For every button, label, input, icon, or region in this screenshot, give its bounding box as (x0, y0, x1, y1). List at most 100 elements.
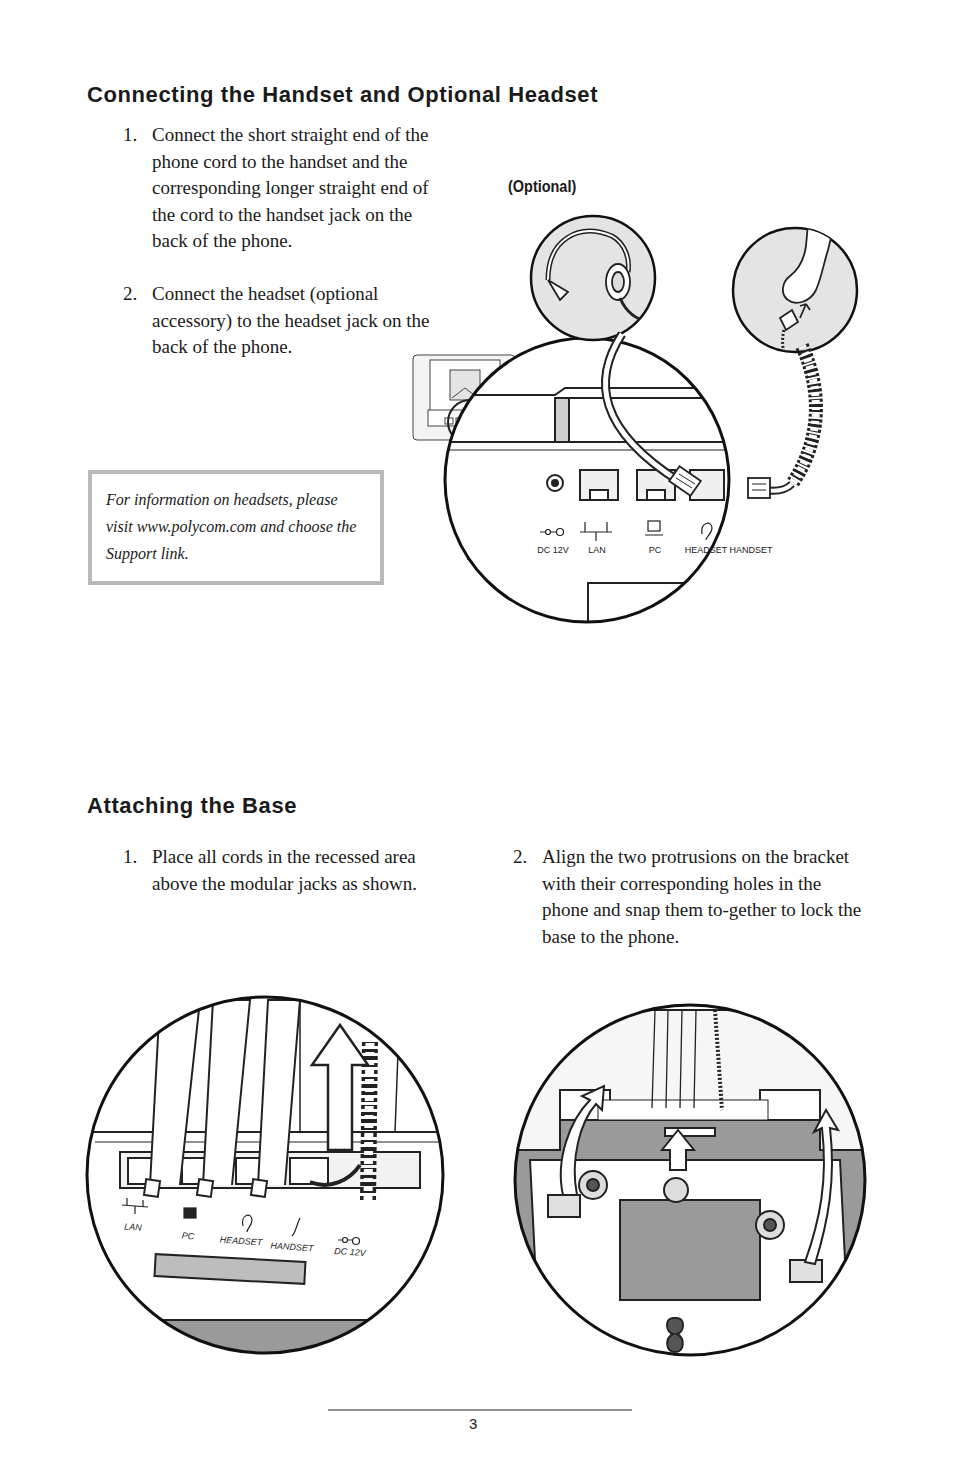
base-bracket-closeup (715, 1010, 722, 1110)
base-bracket-closeup (652, 1010, 655, 1108)
cord-recess-closeup (80, 997, 450, 1360)
jack-panel-closeup (440, 388, 772, 643)
cord-recess-closeup (87, 997, 443, 1353)
cord-recess-closeup (126, 1198, 127, 1205)
base-bracket-closeup (587, 1179, 599, 1191)
jack-panel-closeup (595, 532, 596, 541)
base-bracket-closeup (579, 1171, 607, 1199)
jack-panel-closeup (584, 522, 585, 532)
note-text: For information on headsets, please visi… (106, 486, 366, 567)
jack-panel-closeup (552, 480, 558, 486)
handset-callout (783, 181, 842, 303)
jack-panel-closeup (569, 397, 740, 399)
base-bracket-closeup (790, 1260, 822, 1282)
base-bracket-closeup (764, 1219, 776, 1231)
base-bracket-closeup (561, 1086, 604, 1195)
base-bracket-closeup (694, 1010, 696, 1108)
handset-cord (752, 484, 766, 490)
port-label: LAN (588, 545, 606, 556)
cord-recess-closeup (184, 1208, 196, 1218)
base-bracket-closeup (548, 1195, 580, 1217)
headset-callout (612, 272, 624, 292)
port-label: DC 12V (537, 545, 569, 556)
step-number: 1. (123, 844, 137, 871)
cord-recess-closeup (155, 1254, 306, 1284)
jack-panel-closeup (590, 490, 608, 500)
handset-cord (792, 346, 816, 484)
jack-panel-closeup (445, 338, 729, 622)
step-text: Connect the headset (optional accessory)… (152, 281, 439, 361)
cord-recess-closeup (134, 1206, 135, 1214)
base-bracket-closeup (530, 1160, 850, 1360)
cord-recess-closeup (343, 1238, 348, 1243)
port-label: LAN (124, 1221, 142, 1233)
base-bracket-closeup (515, 1005, 865, 1355)
handset-callout (816, 194, 828, 206)
cord-recess-closeup (312, 1025, 368, 1150)
jack-panel-closeup (547, 475, 563, 491)
jack-panel-closeup (555, 398, 569, 442)
base-bracket-closeup (665, 1128, 715, 1136)
jack-panel-closeup (580, 470, 618, 500)
cord (150, 1000, 300, 1185)
handset-cord (748, 346, 816, 498)
cord-recess-closeup (243, 1215, 252, 1232)
base-bracket-closeup (756, 1211, 784, 1239)
base-bracket-closeup (510, 1010, 870, 1360)
cord-recess-closeup (142, 1200, 143, 1207)
handset-callout (783, 330, 785, 370)
cord-recess-closeup (348, 1239, 352, 1240)
jack-panel-closeup (440, 450, 740, 451)
jack-panel-closeup (551, 531, 556, 532)
cord-recess-closeup (87, 997, 443, 1353)
cord-recess-closeup (251, 1179, 267, 1197)
port-label: DC 12V (334, 1246, 366, 1259)
base-bracket-closeup (667, 1318, 683, 1352)
base-bracket-closeup (666, 1010, 668, 1108)
base-bracket-closeup (598, 1100, 768, 1120)
cord (203, 1000, 250, 1185)
handset-cord (748, 478, 770, 498)
headset-callout (620, 298, 650, 322)
headset-cord (676, 474, 695, 488)
headset-callout (531, 216, 655, 340)
base-bracket-closeup (805, 1110, 838, 1264)
headset-cord (669, 466, 701, 496)
cord-recess-closeup (292, 1218, 300, 1236)
cord-recess-closeup (144, 1179, 160, 1197)
base-bracket-closeup (620, 1200, 760, 1300)
cord (150, 1000, 200, 1185)
jack-panel-closeup (645, 534, 663, 535)
port-label: HEADSET (685, 545, 728, 556)
jack-panel-closeup (445, 338, 729, 622)
jack-panel-closeup (546, 530, 551, 535)
step-number: 1. (123, 122, 137, 149)
note-box: For information on headsets, please visi… (88, 470, 384, 585)
base-bracket-closeup (680, 1010, 682, 1108)
port-label: HANDSET (729, 545, 772, 556)
jack-panel-closeup (702, 523, 712, 540)
handset-callout (780, 181, 842, 370)
optional-tag: (Optional) (508, 177, 576, 197)
handset-callout (800, 304, 810, 318)
port-label: PC (181, 1231, 194, 1243)
jack-panel-closeup (540, 531, 545, 532)
step-text: Align the two protrusions on the bracket… (542, 844, 864, 950)
step-number: 2. (513, 844, 527, 871)
step-number: 2. (123, 281, 137, 308)
base-bracket-closeup (510, 1005, 870, 1360)
handset-callout (780, 310, 798, 330)
headset-callout (606, 264, 630, 300)
cord-recess-closeup (338, 1239, 342, 1240)
page-number: 3 (469, 1415, 477, 1433)
jack-panel-closeup (557, 529, 564, 536)
base-bracket-closeup (664, 1178, 688, 1202)
cord-recess-closeup (290, 1158, 328, 1184)
jack-panel-closeup (588, 583, 748, 643)
footer-rule (328, 1410, 632, 1411)
cord (258, 1000, 300, 1185)
base-bracket-closeup (652, 1010, 722, 1110)
cord-recess-closeup (310, 1165, 360, 1185)
